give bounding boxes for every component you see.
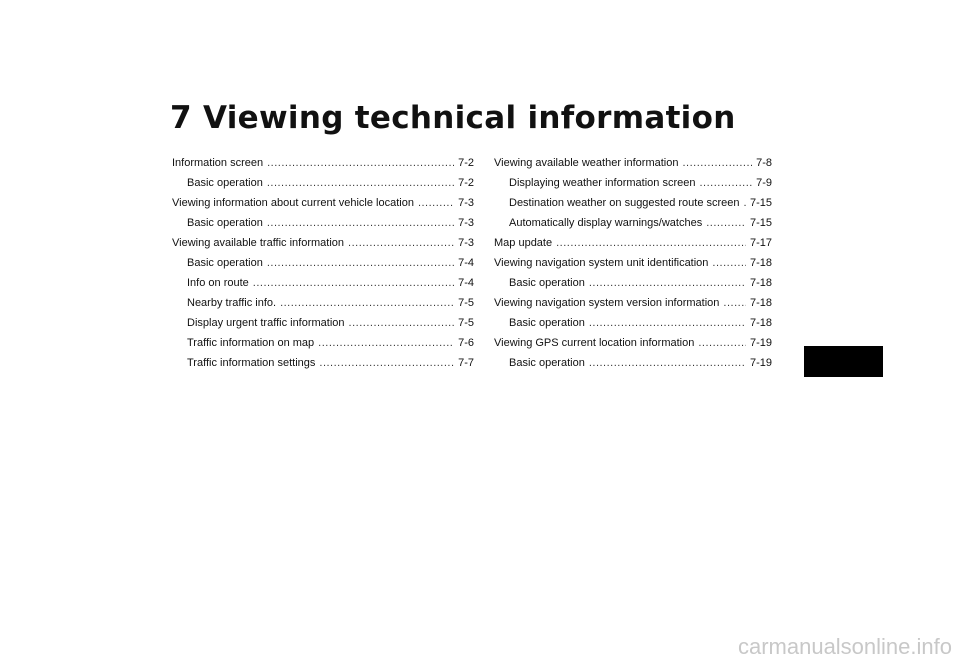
toc-entry[interactable]: Basic operation 7-3 (172, 213, 474, 233)
toc-column-right: Viewing available weather information 7-8… (494, 153, 772, 373)
toc-page-number: 7-5 (458, 317, 474, 329)
toc-leader-dots (589, 313, 746, 333)
toc-leader-dots (744, 193, 746, 213)
toc-entry-text: Viewing GPS current location information (494, 337, 695, 349)
toc-leader-dots (556, 233, 746, 253)
toc-page-number: 7-2 (458, 177, 474, 189)
toc-entry[interactable]: Displaying weather information screen 7-9 (494, 173, 772, 193)
toc-entry-text: Info on route (187, 277, 249, 289)
toc-entry[interactable]: Info on route 7-4 (172, 273, 474, 293)
toc-entry-text: Displaying weather information screen (509, 177, 696, 189)
toc-page-number: 7-4 (458, 257, 474, 269)
toc-page-number: 7-8 (756, 157, 772, 169)
toc-entry[interactable]: Traffic information settings 7-7 (172, 353, 474, 373)
toc-page-number: 7-5 (458, 297, 474, 309)
toc-entry-text: Basic operation (187, 177, 263, 189)
toc-leader-dots (699, 173, 752, 193)
toc-entry[interactable]: Basic operation 7-19 (494, 353, 772, 373)
toc-leader-dots (698, 333, 746, 353)
toc-leader-dots (280, 293, 454, 313)
toc-entry[interactable]: Information screen 7-2 (172, 153, 474, 173)
toc-entry[interactable]: Viewing navigation system version inform… (494, 293, 772, 313)
toc-entry[interactable]: Viewing GPS current location information… (494, 333, 772, 353)
toc-page-number: 7-17 (749, 237, 772, 249)
toc-entry[interactable]: Basic operation 7-4 (172, 253, 474, 273)
toc-entry-text: Automatically display warnings/watches (509, 217, 703, 229)
toc-entry[interactable]: Destination weather on suggested route s… (494, 193, 772, 213)
toc-page-number: 7-2 (458, 157, 474, 169)
toc-leader-dots (712, 253, 746, 273)
toc-column-left: Information screen 7-2 Basic operation 7-2… (172, 153, 474, 373)
toc-page-number: 7-15 (749, 197, 772, 209)
toc-entry[interactable]: Basic operation 7-2 (172, 173, 474, 193)
chapter-thumb-tab (804, 346, 883, 377)
toc-page-number: 7-19 (749, 337, 772, 349)
toc-entry-text: Traffic information settings (187, 357, 316, 369)
toc-leader-dots (349, 313, 455, 333)
chapter-title: 7 Viewing technical information (170, 100, 736, 136)
toc-entry[interactable]: Viewing available traffic information 7-3 (172, 233, 474, 253)
toc-page-number: 7-19 (749, 357, 772, 369)
toc-entry-text: Basic operation (509, 357, 585, 369)
toc-page-number: 7-3 (458, 197, 474, 209)
toc-page-number: 7-18 (749, 317, 772, 329)
toc-leader-dots (682, 153, 752, 173)
toc-page-number: 7-4 (458, 277, 474, 289)
watermark: carmanualsonline.info (737, 634, 952, 659)
toc-entry[interactable]: Traffic information on map 7-6 (172, 333, 474, 353)
toc-entry-text: Viewing navigation system version inform… (494, 297, 720, 309)
toc-entry-text: Basic operation (187, 217, 263, 229)
toc-leader-dots (267, 153, 454, 173)
toc-entry-text: Display urgent traffic information (187, 317, 345, 329)
toc-entry-text: Basic operation (509, 317, 585, 329)
toc-entry-text: Traffic information on map (187, 337, 315, 349)
toc-page-number: 7-3 (458, 217, 474, 229)
toc-entry-text: Viewing available traffic information (172, 237, 345, 249)
toc-leader-dots (348, 233, 454, 253)
toc-entry[interactable]: Basic operation 7-18 (494, 313, 772, 333)
toc-entry[interactable]: Basic operation 7-18 (494, 273, 772, 293)
toc-page-number: 7-15 (749, 217, 772, 229)
toc-leader-dots (318, 333, 454, 353)
toc-entry[interactable]: Automatically display warnings/watches 7-… (494, 213, 772, 233)
toc-page-number: 7-7 (458, 357, 474, 369)
toc-entry[interactable]: Viewing available weather information 7-8 (494, 153, 772, 173)
toc-entry-text: Viewing navigation system unit identific… (494, 257, 709, 269)
toc-entry-text: Information screen (172, 157, 264, 169)
toc-leader-dots (267, 253, 454, 273)
toc-leader-dots (253, 273, 454, 293)
toc-page-number: 7-18 (749, 257, 772, 269)
toc-leader-dots (267, 213, 454, 233)
toc-leader-dots (319, 353, 454, 373)
toc-leader-dots (418, 193, 454, 213)
toc-entry[interactable]: Map update 7-17 (494, 233, 772, 253)
toc-page-number: 7-9 (756, 177, 772, 189)
toc-leader-dots (589, 273, 746, 293)
toc-entry[interactable]: Viewing information about current vehicl… (172, 193, 474, 213)
toc-entry[interactable]: Viewing navigation system unit identific… (494, 253, 772, 273)
toc-entry-text: Basic operation (187, 257, 263, 269)
toc-entry[interactable]: Nearby traffic info. 7-5 (172, 293, 474, 313)
toc-entry-text: Destination weather on suggested route s… (509, 197, 740, 209)
toc-page-number: 7-18 (749, 297, 772, 309)
toc-leader-dots (267, 173, 454, 193)
toc-leader-dots (706, 213, 746, 233)
toc-page-number: 7-18 (749, 277, 772, 289)
toc-entry-text: Viewing available weather information (494, 157, 679, 169)
toc-page-number: 7-3 (458, 237, 474, 249)
toc-entry-text: Nearby traffic info. (187, 297, 277, 309)
toc-page-number: 7-6 (458, 337, 474, 349)
toc-entry-text: Basic operation (509, 277, 585, 289)
toc-entry[interactable]: Display urgent traffic information 7-5 (172, 313, 474, 333)
toc-leader-dots (589, 353, 746, 373)
toc-leader-dots (723, 293, 746, 313)
toc-entry-text: Map update (494, 237, 553, 249)
toc-entry-text: Viewing information about current vehicl… (172, 197, 414, 209)
